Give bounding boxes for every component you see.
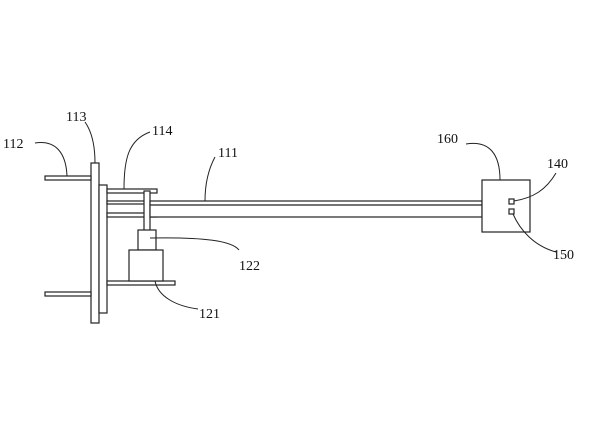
leader-121 bbox=[154, 280, 199, 310]
label-160: 160 bbox=[437, 132, 458, 147]
motor-base-arm bbox=[106, 280, 176, 286]
label-114: 114 bbox=[152, 124, 172, 139]
leader-160 bbox=[465, 142, 501, 181]
label-150: 150 bbox=[553, 248, 574, 263]
leader-111 bbox=[204, 156, 216, 202]
rail-tie bbox=[106, 200, 148, 205]
leader-114 bbox=[123, 131, 151, 190]
end-housing-160 bbox=[481, 179, 531, 233]
guide-rail-114-upper bbox=[106, 188, 158, 194]
label-111: 111 bbox=[218, 146, 238, 161]
leader-122 bbox=[149, 237, 240, 251]
leader-140 bbox=[513, 172, 557, 202]
upper-flange-112 bbox=[44, 175, 92, 181]
label-112: 112 bbox=[3, 137, 23, 152]
leader-113 bbox=[84, 121, 96, 164]
lower-flange bbox=[44, 291, 92, 297]
label-113: 113 bbox=[66, 110, 86, 125]
sensor-140 bbox=[508, 198, 515, 205]
bracket-plate bbox=[98, 184, 108, 314]
screw-collar bbox=[137, 229, 157, 251]
boom-111 bbox=[149, 200, 483, 218]
label-121: 121 bbox=[199, 307, 220, 322]
sensor-150 bbox=[508, 208, 515, 215]
motor-121 bbox=[128, 249, 164, 282]
leader-150 bbox=[512, 213, 557, 253]
mounting-plate-113 bbox=[90, 162, 100, 324]
label-122: 122 bbox=[239, 259, 260, 274]
label-140: 140 bbox=[547, 157, 568, 172]
leader-112 bbox=[34, 142, 68, 177]
